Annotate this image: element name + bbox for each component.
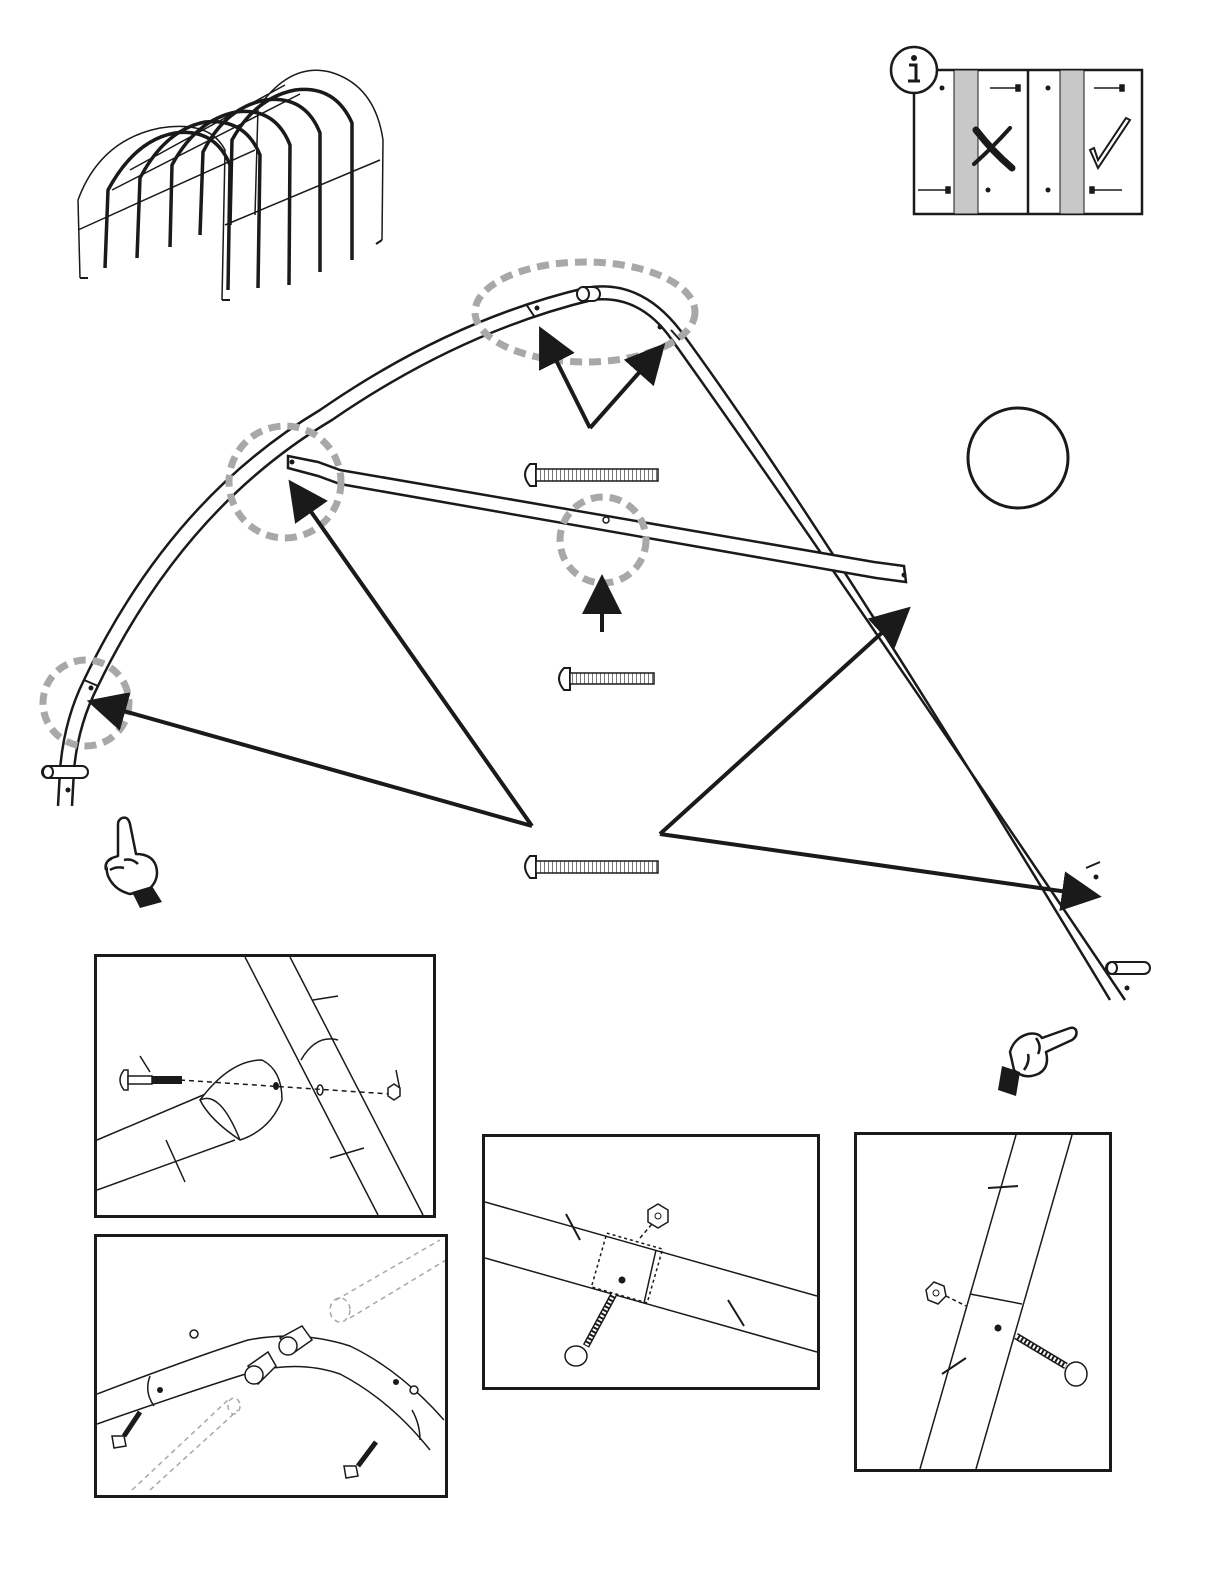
leg-splice-detail — [854, 1132, 1112, 1472]
checkmark-icon — [1086, 116, 1134, 174]
long-bolt-top — [525, 464, 658, 486]
cross-icon — [968, 122, 1018, 172]
purlin-end-detail — [94, 954, 436, 1218]
left-pointing-hand-icon — [96, 814, 176, 910]
arch-tube-outer — [58, 286, 1110, 1000]
left-foot-joint-callout — [43, 660, 129, 746]
main-arch-diagram — [0, 250, 1224, 1030]
long-bolt-bottom — [525, 856, 658, 878]
ridge-detail — [94, 1234, 448, 1498]
purlin-splice-detail — [482, 1134, 820, 1390]
count-circle — [968, 408, 1068, 508]
info-box — [888, 44, 1148, 222]
short-bolt — [559, 668, 654, 690]
info-icon — [888, 44, 940, 96]
right-pointing-hand-icon — [996, 1022, 1086, 1108]
